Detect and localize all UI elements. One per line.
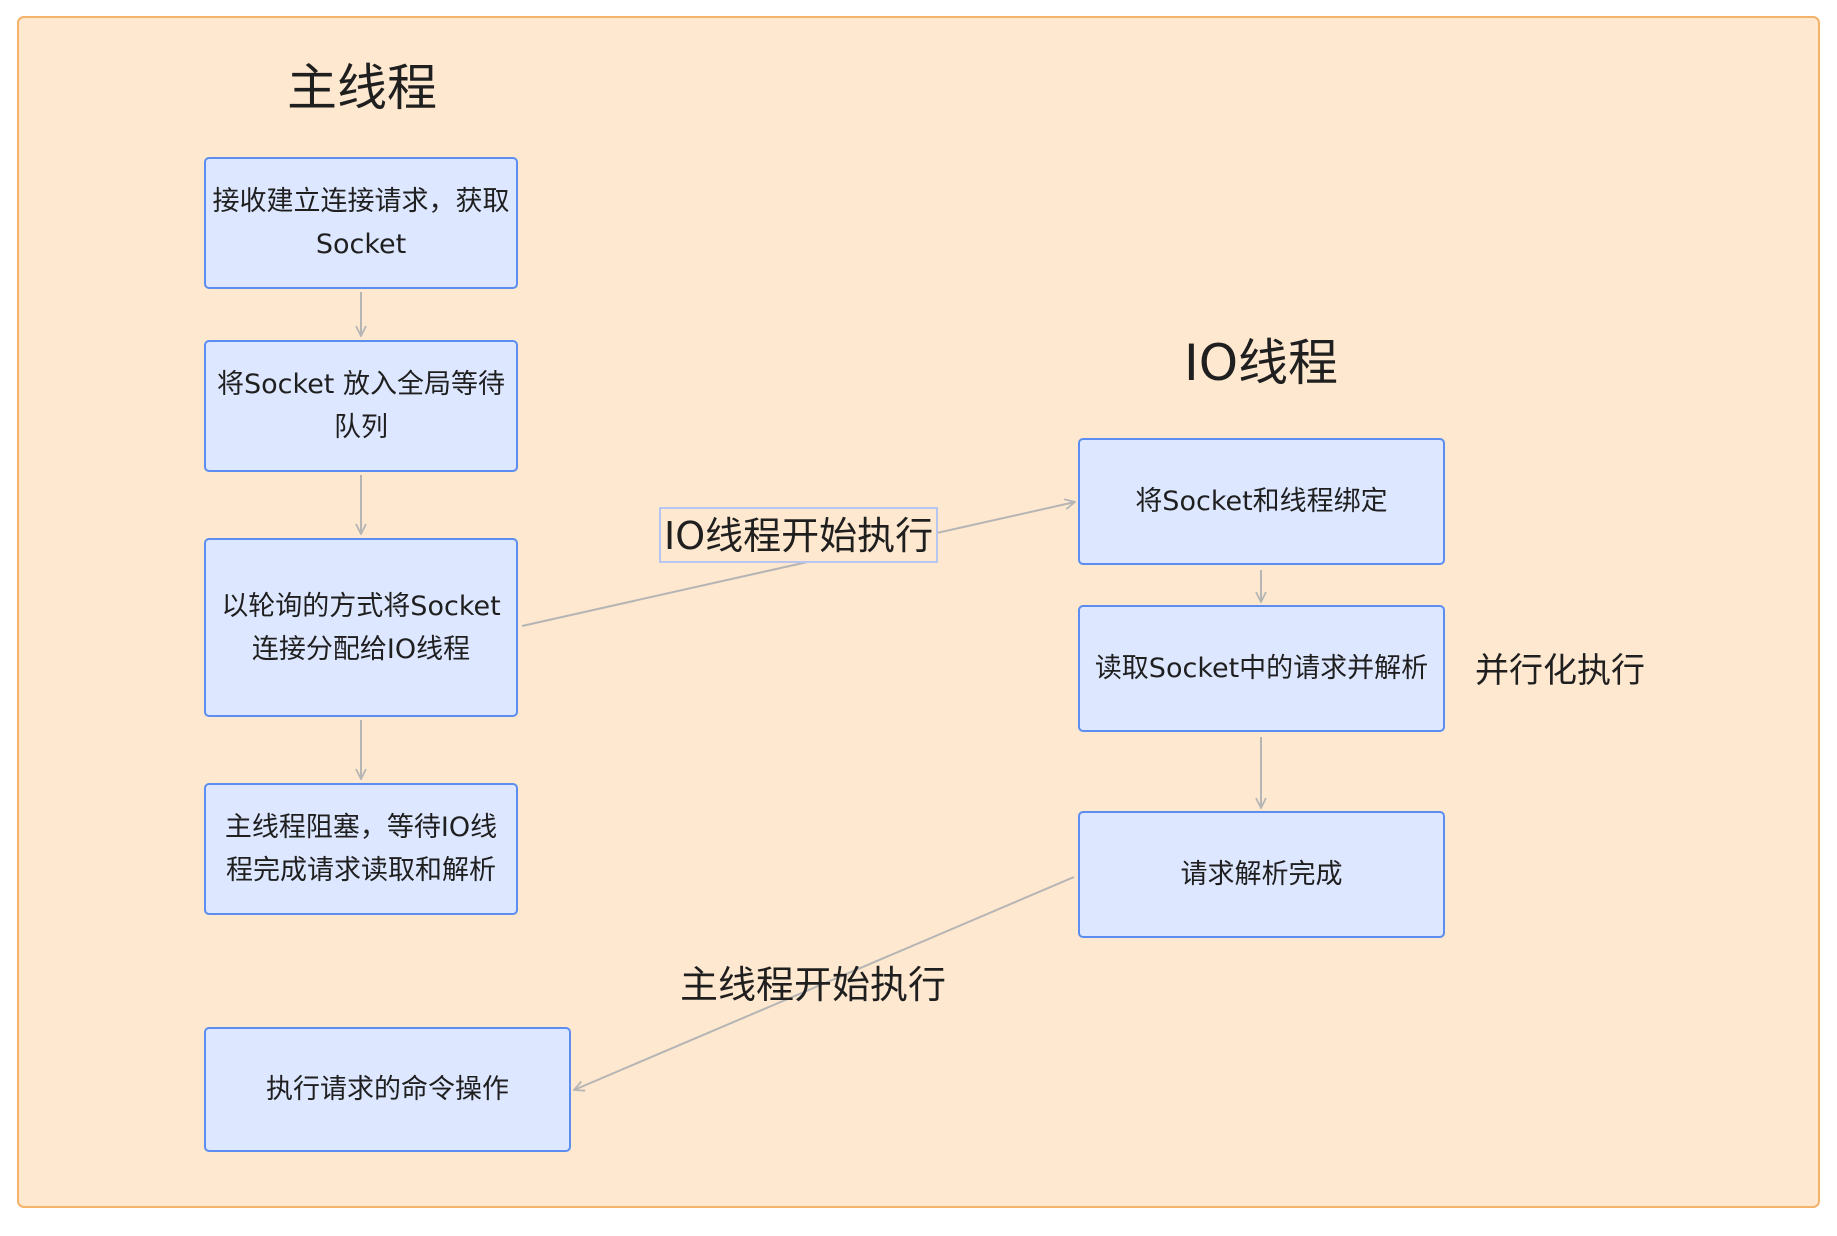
main-step-enqueue-socket: 将Socket 放入全局等待队列	[204, 340, 518, 472]
edge-main-to-io	[521, 502, 1075, 627]
edge-label-main-start: 主线程开始执行	[680, 963, 947, 1007]
main-thread-title: 主线程	[287, 59, 437, 117]
parallel-execution-note: 并行化执行	[1475, 651, 1645, 691]
io-thread-title: IO线程	[1183, 334, 1339, 392]
main-step-accept-connection: 接收建立连接请求，获取Socket	[204, 157, 518, 289]
main-step-distribute-sockets: 以轮询的方式将Socket连接分配给IO线程	[204, 538, 518, 717]
io-step-bind-socket: 将Socket和线程绑定	[1078, 438, 1445, 565]
io-step-parse-done: 请求解析完成	[1078, 811, 1445, 938]
edge-io-to-main	[574, 876, 1075, 1090]
io-step-read-parse: 读取Socket中的请求并解析	[1078, 605, 1445, 732]
main-step-execute-command: 执行请求的命令操作	[204, 1027, 571, 1152]
edge-label-io-start: IO线程开始执行	[659, 507, 939, 563]
main-step-block-wait: 主线程阻塞，等待IO线程完成请求读取和解析	[204, 783, 518, 915]
